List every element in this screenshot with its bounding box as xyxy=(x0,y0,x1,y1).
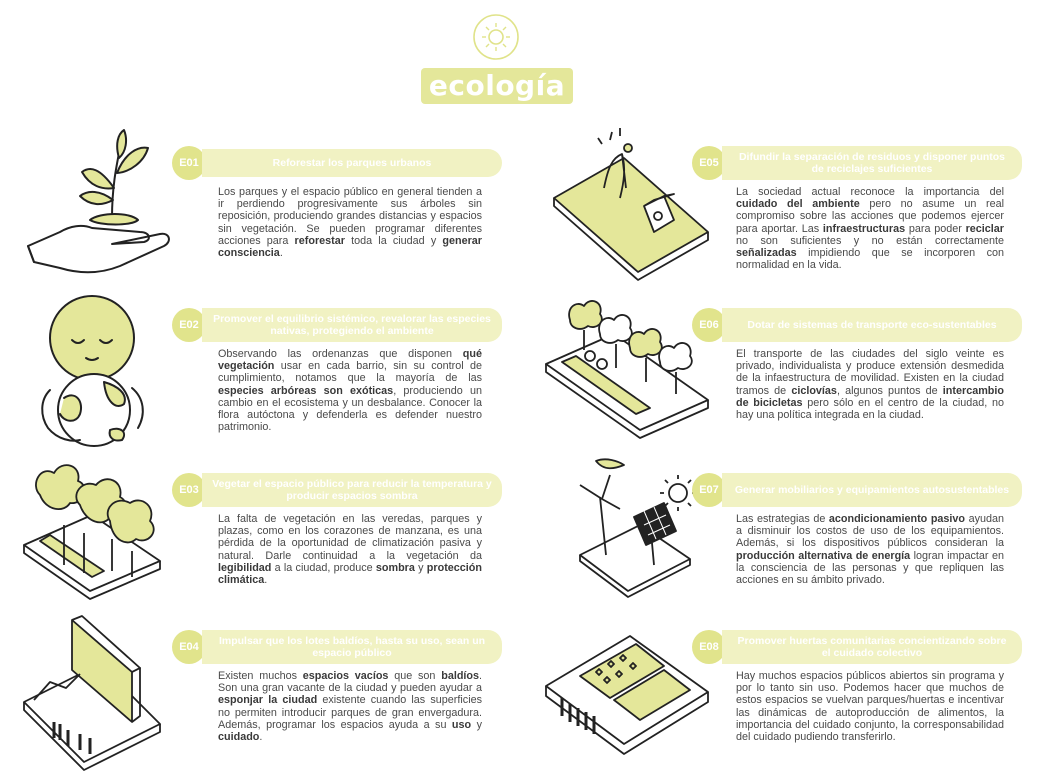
sun-icon xyxy=(473,14,519,60)
item-heading: Reforestar los parques urbanos xyxy=(202,149,502,177)
item-body: Los parques y el espacio público en gene… xyxy=(218,186,482,259)
text-run-bold: producción alternativa de energía xyxy=(736,549,911,562)
item-heading: Impulsar que los lotes baldíos, hasta su… xyxy=(202,630,502,664)
item-heading: Dotar de sistemas de transporte eco-sust… xyxy=(722,308,1022,342)
item-e07: E07 Generar mobiliarios y equipamientos … xyxy=(540,455,1042,615)
text-run-bold: uso xyxy=(451,718,472,731)
text-run-bold: espacios vacíos xyxy=(302,670,389,682)
item-body: El transporte de las ciudades del siglo … xyxy=(736,348,1004,421)
item-body: La sociedad actual reconoce la importanc… xyxy=(736,186,1004,271)
text-run: ayudan a disminuir los costos de uso de … xyxy=(736,513,1005,550)
text-run: no son suficientes y no están correctame… xyxy=(736,234,1004,247)
text-run: que son xyxy=(388,670,442,682)
text-run: y xyxy=(471,718,482,731)
text-run-bold: qué vegetación xyxy=(218,348,482,373)
text-run: toda la ciudad y xyxy=(344,234,443,247)
text-run: Observando las ordenanzas que disponen xyxy=(218,348,463,360)
earth-figure-illustration xyxy=(41,295,144,447)
text-run: La sociedad actual reconoce la importanc… xyxy=(736,186,1004,198)
code-badge: E06 xyxy=(692,308,726,342)
text-run: pero no asume un real compromiso sobre l… xyxy=(736,198,1004,235)
text-run-bold: legibilidad xyxy=(218,561,272,574)
solar-wind-illustration xyxy=(579,458,696,598)
item-heading: Promover el equilibrio sistémico, revalo… xyxy=(202,308,502,342)
text-run-bold: generar consciencia xyxy=(218,234,482,260)
item-heading: Promover huertas comunitarias concientiz… xyxy=(722,630,1022,664)
text-run: impidiendo que se incorporen con normali… xyxy=(736,247,1004,272)
text-run: . xyxy=(259,731,263,744)
code-badge: E04 xyxy=(172,630,206,664)
item-e03: E03 Vegetar el espacio público para redu… xyxy=(20,455,540,615)
text-run-bold: sombra xyxy=(375,561,415,574)
text-run: Hay muchos espacios públicos abiertos si… xyxy=(736,670,1004,744)
item-body: Observando las ordenanzas que disponen q… xyxy=(218,348,482,433)
item-e01: E01 Reforestar los parques urbanos Los p… xyxy=(20,128,540,288)
item-heading: Generar mobiliarios y equipamientos auto… xyxy=(722,473,1022,507)
text-run-bold: ciclovías xyxy=(791,384,837,397)
item-heading: Vegetar el espacio público para reducir … xyxy=(202,473,502,507)
code-badge: E07 xyxy=(692,473,726,507)
text-run: logran impactar en la consciencia de las… xyxy=(736,549,1004,587)
text-run: y xyxy=(414,561,427,574)
text-run: Los parques y el espacio público en gene… xyxy=(218,186,482,247)
hand-plant-illustration xyxy=(27,129,170,274)
community-garden-illustration xyxy=(545,635,709,755)
item-e08: E08 Promover huertas comunitarias concie… xyxy=(540,612,1042,772)
item-heading: Difundir la separación de residuos y dis… xyxy=(722,146,1022,180)
item-e02: E02 Promover el equilibrio sistémico, re… xyxy=(20,290,540,450)
item-e04: E04 Impulsar que los lotes baldíos, hast… xyxy=(20,612,540,772)
text-run-bold: reforestar xyxy=(294,234,345,247)
text-run-bold: intercambio de bicicletas xyxy=(736,384,1004,409)
text-run: El transporte de las ciudades del siglo … xyxy=(736,348,1004,397)
text-run: . xyxy=(264,574,268,587)
text-run-bold: baldíos xyxy=(441,670,480,682)
item-e05: E05 Difundir la separación de residuos y… xyxy=(540,128,1042,288)
text-run: existente cuando las superficies no perm… xyxy=(218,694,482,731)
vacant-lot-illustration xyxy=(23,615,161,771)
text-run: para poder xyxy=(905,222,966,235)
item-body: Hay muchos espacios públicos abiertos si… xyxy=(736,670,1004,743)
item-body: La falta de vegetación en las veredas, p… xyxy=(218,513,482,586)
recycling-illustration xyxy=(553,128,709,281)
text-run-bold: acondicionamiento pasivo xyxy=(828,513,966,525)
text-run: . xyxy=(279,247,283,260)
text-run-bold: protección climática xyxy=(218,561,482,587)
code-badge: E08 xyxy=(692,630,726,664)
text-run: Las estrategias de xyxy=(736,513,829,525)
text-run-bold: cuidado del ambiente xyxy=(736,198,860,211)
text-run: usar en cada barrio, sin su control de c… xyxy=(218,360,482,385)
item-body: Existen muchos espacios vacíos que son b… xyxy=(218,670,482,743)
text-run: La falta de vegetación en las veredas, p… xyxy=(218,513,482,562)
text-run-bold: cuidado xyxy=(218,731,260,744)
text-run-bold: reciclar xyxy=(965,222,1004,235)
code-badge: E03 xyxy=(172,473,206,507)
item-e06: E06 Dotar de sistemas de transporte eco-… xyxy=(540,290,1042,450)
text-run: a la ciudad, produce xyxy=(271,561,376,574)
text-run-bold: señalizadas xyxy=(736,247,797,260)
trees-shade-illustration xyxy=(23,464,161,600)
text-run: Existen muchos xyxy=(218,670,303,682)
code-badge: E02 xyxy=(172,308,206,342)
text-run: pero sólo en el centro de la ciudad, no … xyxy=(736,396,1004,422)
item-body: Las estrategias de acondicionamiento pas… xyxy=(736,513,1004,586)
text-run-bold: especies arbóreas son exóticas xyxy=(218,384,394,397)
text-run: , algunos puntos de xyxy=(836,384,943,397)
code-badge: E05 xyxy=(692,146,726,180)
header: ecología xyxy=(0,0,1042,110)
text-run-bold: esponjar la ciudad xyxy=(218,694,318,707)
bike-lane-illustration xyxy=(545,300,709,439)
text-run: , produciendo un cambio en el ecosistema… xyxy=(218,384,482,434)
code-badge: E01 xyxy=(172,146,206,180)
page-title: ecología xyxy=(421,68,573,104)
text-run-bold: infraestructuras xyxy=(822,222,906,235)
text-run: . Son una gran vacante de la ciudad y pu… xyxy=(218,670,483,695)
